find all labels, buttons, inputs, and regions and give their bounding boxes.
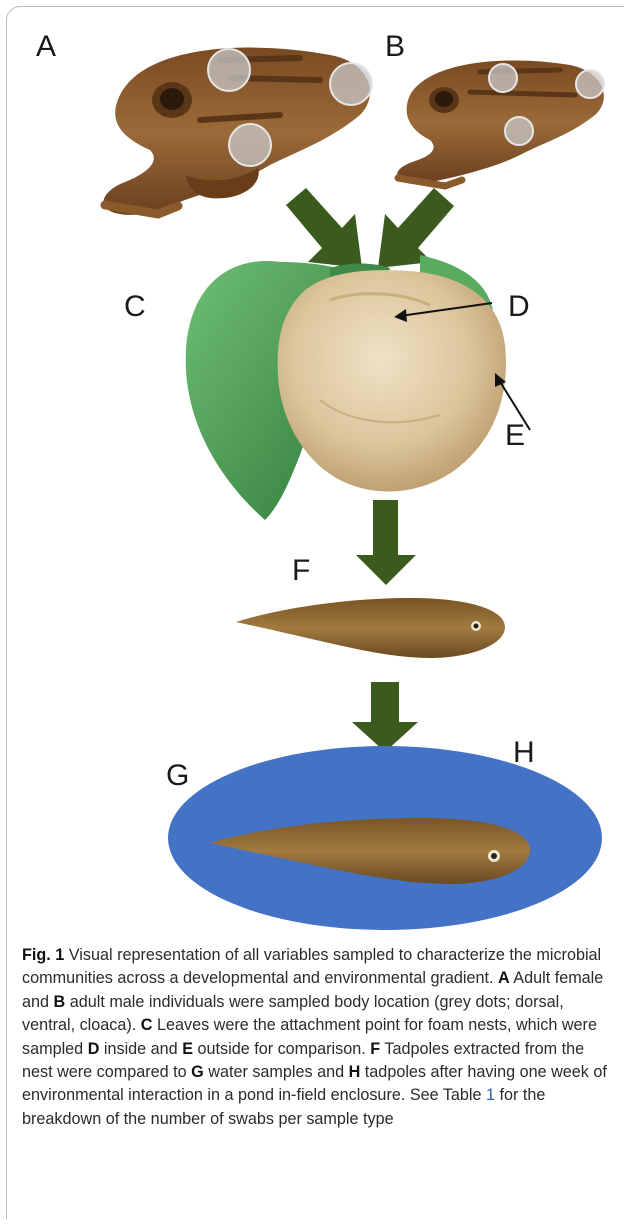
panel-letter-f: F <box>292 554 310 587</box>
swab-dot-dorsal-male <box>489 64 517 92</box>
frog-female <box>104 48 372 215</box>
frog-male <box>397 60 604 186</box>
caption-label: Fig. 1 <box>22 946 64 964</box>
panel-letter-g: G <box>166 759 189 792</box>
figure-caption: Fig. 1 Visual representation of all vari… <box>22 944 614 1131</box>
arrow-down-2 <box>352 682 418 752</box>
swab-dot-ventral <box>229 124 271 166</box>
panel-letter-e: E <box>505 419 525 452</box>
panel-letter-b: B <box>385 30 405 63</box>
figure-illustration: A B C D E F G H <box>0 0 624 930</box>
tadpole-nest <box>236 598 505 658</box>
swab-dot-ventral-male <box>505 117 533 145</box>
arrow-down-1 <box>356 500 416 585</box>
table-reference-link[interactable]: 1 <box>486 1086 495 1104</box>
swab-dot-cloaca-male <box>576 70 604 98</box>
swab-dot-dorsal <box>208 49 250 91</box>
foam-nest <box>278 270 506 491</box>
panel-letter-h: H <box>513 736 535 769</box>
panel-letter-c: C <box>124 290 146 323</box>
swab-dot-cloaca <box>330 63 372 105</box>
arrows-to-nest <box>286 188 454 268</box>
panel-letter-a: A <box>36 30 56 63</box>
panel-letter-d: D <box>508 290 530 323</box>
